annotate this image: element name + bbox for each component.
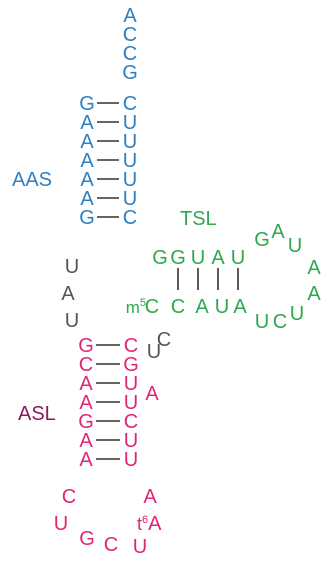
tsl-bottom-nucleotide: A <box>195 296 209 318</box>
asl-right-nucleotide: U <box>124 449 138 471</box>
tsl-label: TSL <box>180 208 217 230</box>
tsl-top-nucleotide: A <box>211 247 225 269</box>
tsl-modified-base-superscript: 5 <box>140 297 146 309</box>
aas-left-nucleotide: A <box>80 169 94 191</box>
linker-nucleotide: U <box>65 256 79 278</box>
tsl-top-nucleotide: U <box>231 247 245 269</box>
asl-left-nucleotide: G <box>78 411 94 433</box>
asl-modified-base: t6A <box>137 513 162 535</box>
tsl-loop-nucleotide: A <box>307 257 321 279</box>
asl-label: ASL <box>18 403 56 425</box>
asl-right-nucleotide: G <box>123 354 139 376</box>
asl-loop-nucleotide: U <box>133 536 147 558</box>
asl-right-nucleotide: U <box>124 392 138 414</box>
tsl-loop-nucleotide: A <box>307 283 321 305</box>
tsl-loop-nucleotide: U <box>255 311 269 333</box>
asl-loop-nucleotide: U <box>54 513 68 535</box>
aas-left-nucleotide: A <box>80 131 94 153</box>
tsl-top-nucleotide: G <box>152 247 168 269</box>
asl-bulge-nucleotide: A <box>145 383 159 405</box>
aas-left-nucleotide: A <box>80 150 94 172</box>
tail-nucleotide: G <box>122 62 138 84</box>
linker-nucleotide: U <box>65 310 79 332</box>
tsl-bottom-nucleotide: A <box>233 296 247 318</box>
asl-modified-base-superscript: 6 <box>142 514 148 526</box>
asl-right-nucleotide: C <box>124 335 138 357</box>
asl-loop-nucleotide: C <box>104 534 118 556</box>
junction-nucleotide: U <box>147 341 161 363</box>
aas-right-nucleotide: C <box>123 93 137 115</box>
tsl-top-nucleotide: U <box>191 247 205 269</box>
tsl-bottom-nucleotide: U <box>215 296 229 318</box>
asl-loop-nucleotide: G <box>79 528 95 550</box>
tsl-bottom-nucleotide: C <box>171 296 185 318</box>
aas-left-nucleotide: G <box>79 207 95 229</box>
tsl-modified-base-prefix: m5 <box>126 297 146 317</box>
aas-left-nucleotide: G <box>79 93 95 115</box>
asl-loop-nucleotide: C <box>62 486 76 508</box>
asl-right-nucleotide: U <box>124 373 138 395</box>
aas-label: AAS <box>12 169 52 191</box>
asl-right-nucleotide: U <box>124 430 138 452</box>
tail-nucleotide: A <box>123 5 137 27</box>
tail-nucleotide: C <box>123 24 137 46</box>
tsl-loop-nucleotide: C <box>273 311 287 333</box>
tsl-loop-nucleotide: A <box>271 221 285 243</box>
aas-left-nucleotide: A <box>80 188 94 210</box>
asl-loop-nucleotide: A <box>143 486 157 508</box>
asl-left-nucleotide: A <box>79 449 93 471</box>
junction-nucleotide: C <box>157 329 171 351</box>
linker-nucleotide: A <box>61 283 75 305</box>
aas-right-nucleotide: U <box>123 188 137 210</box>
tsl-bottom-nucleotide: C <box>145 296 159 318</box>
asl-left-nucleotide: A <box>79 373 93 395</box>
asl-left-nucleotide: A <box>79 430 93 452</box>
asl-left-nucleotide: A <box>79 392 93 414</box>
tail-nucleotide: C <box>123 43 137 65</box>
tsl-loop-nucleotide: G <box>254 229 270 251</box>
tsl-loop-nucleotide: U <box>290 303 304 325</box>
asl-left-nucleotide: G <box>78 335 94 357</box>
asl-modified-base-letter: A <box>148 513 162 535</box>
aas-right-nucleotide: U <box>123 150 137 172</box>
aas-left-nucleotide: A <box>80 112 94 134</box>
tsl-top-nucleotide: G <box>170 247 186 269</box>
asl-right-nucleotide: C <box>124 411 138 433</box>
aas-right-nucleotide: C <box>123 207 137 229</box>
aas-right-nucleotide: U <box>123 112 137 134</box>
aas-right-nucleotide: U <box>123 169 137 191</box>
tsl-loop-nucleotide: U <box>288 235 302 257</box>
asl-left-nucleotide: C <box>79 354 93 376</box>
aas-right-nucleotide: U <box>123 131 137 153</box>
